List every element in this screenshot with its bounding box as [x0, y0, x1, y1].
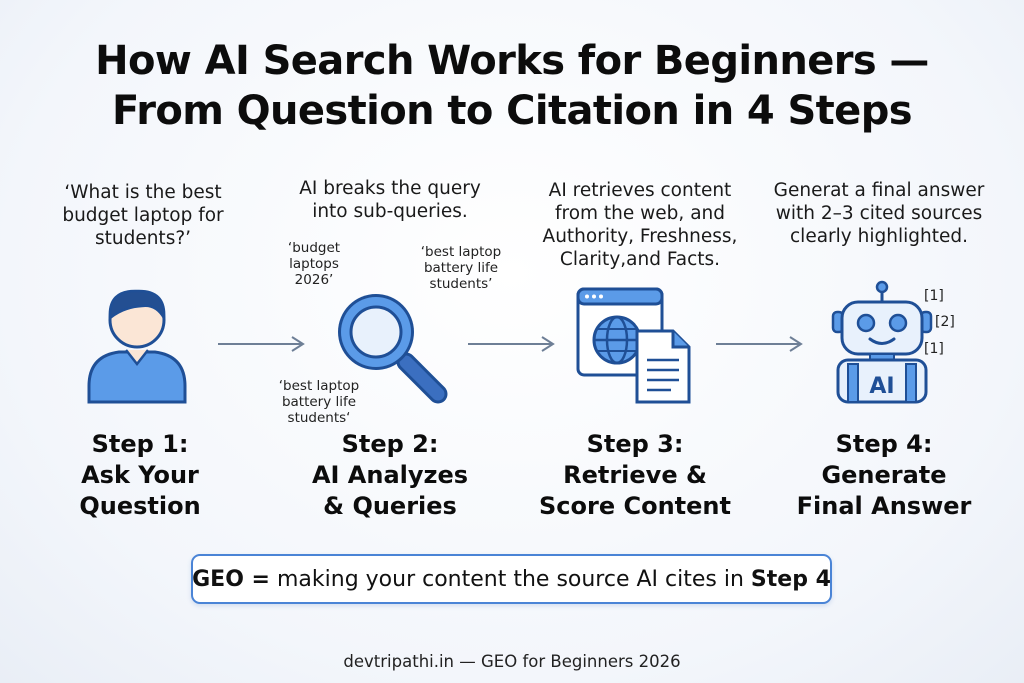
step-4-description: Generat a final answer with 2–3 cited so… [773, 180, 985, 247]
sub-query-1: ‘budget laptops 2026’ [287, 240, 341, 288]
step-1-label: Step 1: Ask Your Question [79, 430, 201, 520]
geo-prefix: GEO = [192, 566, 270, 592]
step-3-label: Step 3: Retrieve & Score Content [539, 430, 731, 520]
step-1-question: ‘What is the best budget laptop for stud… [62, 182, 224, 249]
arrow-right-icon [468, 336, 555, 352]
step-4-label: Step 4: Generate Final Answer [796, 430, 972, 520]
citation-1: [1] [924, 288, 944, 304]
user-icon [87, 289, 187, 404]
title-line-1: How AI Search Works for Beginners — [95, 38, 929, 84]
web-document-icon [576, 287, 691, 404]
step-3-description: AI retrieves content from the web, and A… [542, 180, 738, 270]
robot-label: AI [869, 374, 894, 399]
arrow-right-icon [716, 336, 803, 352]
citation-3: [1] [924, 341, 944, 357]
page-title: How AI Search Works for Beginners — From… [0, 36, 1024, 136]
title-line-2: From Question to Citation in 4 Steps [112, 88, 913, 134]
geo-middle: making your content the source AI cites … [270, 566, 751, 592]
robot-icon: AI [831, 280, 933, 404]
step-2-label: Step 2: AI Analyzes & Queries [311, 430, 469, 520]
footer-credit: devtripathi.in — GEO for Beginners 2026 [343, 652, 681, 671]
geo-definition-box: GEO = making your content the source AI … [191, 554, 832, 604]
sub-query-3: ‘best laptop battery life students‘ [278, 378, 360, 426]
citation-2: [2] [935, 314, 955, 330]
magnifying-glass-icon [338, 294, 448, 404]
step-2-description: AI breaks the query into sub-queries. [299, 178, 481, 222]
geo-suffix: Step 4 [750, 566, 831, 592]
sub-query-2: ‘best laptop battery life students’ [420, 244, 502, 292]
arrow-right-icon [218, 336, 305, 352]
